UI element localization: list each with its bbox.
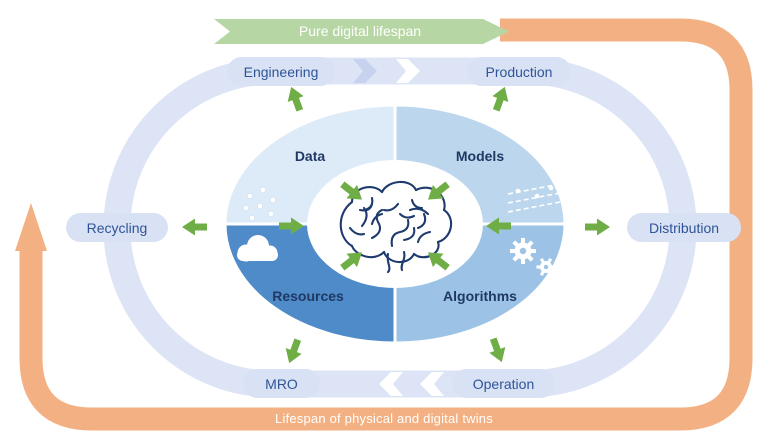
ring-chevrons xyxy=(353,59,444,396)
quadrant-label-models: Models xyxy=(455,148,505,164)
quadrant-label-algorithms: Algorithms xyxy=(443,288,517,304)
arrow-inward-topleft-icon xyxy=(340,181,363,200)
node-engineering: Engineering xyxy=(227,57,335,86)
arrow-to-recycling-icon xyxy=(182,218,207,236)
physical-lifespan-label: Lifespan of physical and digital twins xyxy=(275,411,493,426)
arrow-inward-right-icon xyxy=(486,217,511,235)
arrow-inward-topright-icon xyxy=(427,181,450,200)
arrow-inward-bottomleft-icon xyxy=(340,252,363,271)
flow-arrows xyxy=(182,86,610,364)
node-mro: MRO xyxy=(243,369,320,398)
quadrant-label-resources: Resources xyxy=(272,288,344,304)
digital-lifespan-ribbon xyxy=(214,19,509,44)
arrow-inward-bottomright-icon xyxy=(427,252,450,271)
node-distribution: Distribution xyxy=(627,213,741,242)
node-recycling: Recycling xyxy=(66,213,168,242)
chevron-left-icon xyxy=(379,372,403,396)
chevron-right-icon xyxy=(353,59,377,83)
dots-icon xyxy=(243,187,276,221)
physical-lifespan-ribbon xyxy=(15,18,753,431)
core-ellipse xyxy=(307,160,483,288)
node-operation: Operation xyxy=(452,369,555,398)
quadrant-label-data: Data xyxy=(294,148,326,164)
arrow-to-engineering-icon xyxy=(287,86,304,112)
arrow-to-mro-icon xyxy=(285,338,302,364)
chevron-left-icon xyxy=(420,372,444,396)
arrow-inward-left-icon xyxy=(279,217,304,235)
node-production: Production xyxy=(467,57,571,86)
arrow-to-production-icon xyxy=(492,86,509,112)
arrow-to-distribution-icon xyxy=(585,218,610,236)
gears-icon xyxy=(510,238,556,277)
score-icon xyxy=(507,183,561,213)
orange-arrowhead-icon xyxy=(15,203,47,251)
arrow-to-operation-icon xyxy=(489,337,506,363)
chevron-right-icon xyxy=(396,59,420,83)
cloud-icon xyxy=(237,235,278,262)
digital-lifespan-label: Pure digital lifespan xyxy=(298,23,422,39)
